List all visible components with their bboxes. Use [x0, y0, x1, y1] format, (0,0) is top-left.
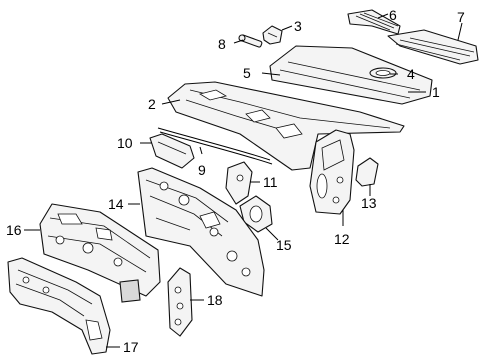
callout-16: 16	[6, 222, 22, 238]
part-6-grille	[347, 9, 401, 35]
callout-1: 1	[432, 84, 440, 100]
leader-7	[457, 22, 463, 41]
callout-4: 4	[407, 66, 415, 82]
callout-13: 13	[361, 195, 377, 211]
callout-15: 15	[276, 237, 292, 253]
callout-2: 2	[148, 96, 156, 112]
part-12-pillar	[309, 129, 355, 215]
part-8-fastener	[238, 34, 263, 48]
part-14-dash-panel	[137, 167, 265, 297]
leader-2	[161, 99, 181, 105]
part-9-seal-strip	[157, 127, 273, 165]
leader-3	[281, 25, 293, 31]
callout-3: 3	[294, 18, 302, 34]
callout-6: 6	[389, 7, 397, 23]
part-7-cowl-top-panel	[387, 29, 479, 65]
part-16-lower-dash-panel	[39, 203, 161, 297]
part-3-clip	[262, 25, 283, 45]
callout-14: 14	[108, 196, 124, 212]
callout-12: 12	[334, 231, 350, 247]
leader-9	[199, 146, 203, 155]
leader-5	[261, 72, 281, 76]
part-17-lower-frame	[7, 257, 141, 355]
part-13-plate	[355, 157, 379, 187]
callout-5: 5	[243, 65, 251, 81]
part-18-bracket	[167, 267, 193, 337]
part-11-brace	[225, 161, 253, 205]
part-10-bracket	[149, 133, 195, 169]
leader-15	[265, 227, 279, 241]
callout-18: 18	[207, 292, 223, 308]
leader-lines	[24, 13, 463, 348]
leader-8	[233, 39, 244, 44]
part-2-dash-upper-panel	[167, 81, 405, 171]
callout-17: 17	[123, 339, 139, 355]
leader-6	[377, 13, 389, 19]
callout-11: 11	[263, 174, 278, 190]
callout-8: 8	[218, 36, 226, 52]
callout-9: 9	[198, 162, 206, 178]
callout-10: 10	[117, 135, 133, 151]
callout-7: 7	[457, 9, 465, 25]
callout-labels: 3 8 6 7 5 4 1 2 10 9 11 14 15 16 12 13 1…	[6, 7, 465, 355]
part-5-cowl-panel	[269, 45, 433, 105]
